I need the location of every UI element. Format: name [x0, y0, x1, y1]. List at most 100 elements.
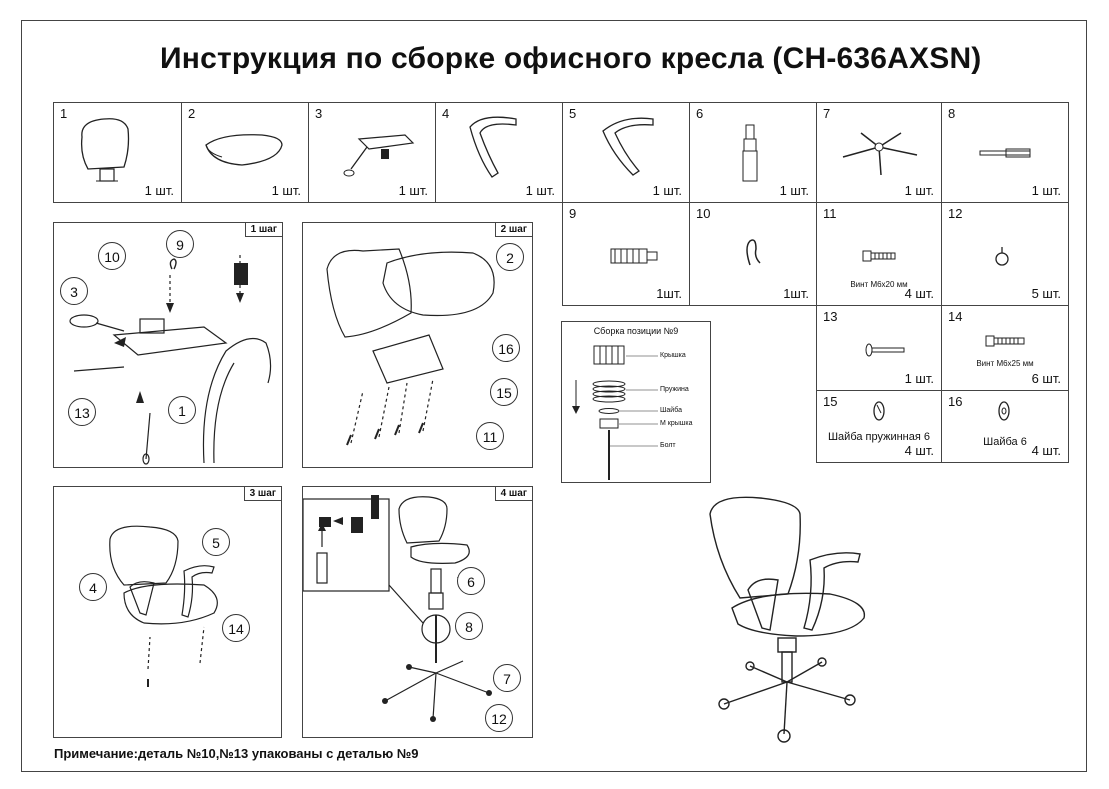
tilt-knob-icon — [610, 248, 658, 264]
part-cell-2: 2 1 шт. — [181, 102, 309, 203]
part-number: 8 — [948, 106, 956, 121]
part-caption: Шайба пружинная 6 — [827, 431, 931, 443]
part-qty: 1 шт. — [1031, 183, 1061, 198]
step-1-diagram — [69, 255, 272, 465]
part-number: 13 — [823, 309, 838, 324]
part-number: 2 — [188, 106, 196, 121]
part-qty: 1 шт. — [779, 183, 809, 198]
part-number: 3 — [315, 106, 323, 121]
assembly-9-title: Сборка позиции №9 — [593, 326, 679, 336]
callout-4: 4 — [79, 573, 107, 601]
part-number: 11 — [823, 206, 837, 221]
part-qty: 1 шт. — [525, 183, 555, 198]
washer-icon — [998, 401, 1010, 421]
part-qty: 4 шт. — [1031, 443, 1061, 458]
callout-8: 8 — [455, 612, 483, 640]
part-number: 9 — [569, 206, 577, 221]
part-cell-13: 13 1 шт. — [816, 305, 942, 391]
callout-2: 2 — [496, 243, 524, 271]
right-armrest-icon — [602, 117, 654, 176]
part-cell-14: 14 Винт М6х25 мм 6 шт. — [941, 305, 1069, 391]
step-1-label: 1 шаг — [244, 223, 282, 237]
step-2-diagram — [326, 248, 495, 446]
step-2-label: 2 шаг — [494, 223, 532, 237]
part-qty: 1 шт. — [144, 183, 174, 198]
part-number: 15 — [823, 394, 838, 409]
step-4-diagram — [303, 495, 492, 722]
part-qty: 1 шт. — [652, 183, 682, 198]
part-qty: 1 шт. — [904, 183, 934, 198]
callout-13: 13 — [68, 398, 96, 426]
assembly-9-label: Шайба — [660, 407, 682, 414]
callout-14: 14 — [222, 614, 250, 642]
step-3-label: 3 шаг — [243, 487, 281, 501]
part-qty: 1 шт. — [398, 183, 428, 198]
part-cell-9: 9 1шт. — [562, 202, 690, 306]
assembly-9-box: Сборка позиции №9 Крышка Пружина Шайба М… — [561, 321, 711, 483]
seat-icon — [205, 134, 283, 166]
five-star-base-icon — [842, 132, 918, 176]
clip-icon — [746, 239, 761, 266]
part-number: 7 — [823, 106, 831, 121]
part-number: 6 — [696, 106, 704, 121]
part-number: 1 — [60, 106, 68, 121]
callout-6: 6 — [457, 567, 485, 595]
left-armrest-icon — [469, 116, 517, 178]
assembly-9-diagram — [572, 345, 658, 480]
screw-m6x20-icon — [862, 250, 896, 262]
step-3-diagram — [109, 525, 218, 687]
assembly-9-label: Пружина — [660, 386, 689, 393]
assembly-9-label: Крышка — [660, 352, 686, 359]
backrest-icon — [80, 118, 130, 182]
assembly-9-label: М крышка — [660, 420, 693, 427]
step-2-panel: 2 шаг 2 16 15 11 — [302, 222, 533, 468]
part-cell-6: 6 1 шт. — [689, 102, 817, 203]
callout-1: 1 — [168, 396, 196, 424]
caster-icon — [995, 247, 1009, 266]
part-number: 5 — [569, 106, 577, 121]
assembled-chair-illustration — [709, 496, 866, 743]
part-cell-15: 15 Шайба пружинная 6 4 шт. — [816, 390, 942, 463]
part-cell-3: 3 1 шт. — [308, 102, 436, 203]
step-1-panel: 1 шаг 10 9 3 13 1 — [53, 222, 283, 468]
step-4-panel: 4 шаг 6 8 — [302, 486, 533, 738]
spring-washer-icon — [873, 401, 885, 421]
part-cell-4: 4 1 шт. — [435, 102, 563, 203]
part-cell-5: 5 1 шт. — [562, 102, 690, 203]
part-qty: 6 шт. — [1031, 371, 1061, 386]
part-cell-12: 12 5 шт. — [941, 202, 1069, 306]
gas-lift-icon — [742, 124, 758, 182]
footnote: Примечание:деталь №10,№13 упакованы с де… — [54, 746, 419, 761]
part-number: 16 — [948, 394, 963, 409]
mechanism-icon — [343, 134, 415, 177]
page-frame — [21, 20, 1087, 772]
part-cell-8: 8 1 шт. — [941, 102, 1069, 203]
part-number: 12 — [948, 206, 963, 221]
page-title: Инструкция по сборке офисного кресла (CH… — [160, 42, 982, 75]
pin-icon — [865, 343, 905, 357]
part-number: 14 — [948, 309, 963, 324]
callout-3: 3 — [60, 277, 88, 305]
part-qty: 1шт. — [656, 286, 682, 301]
part-number: 10 — [696, 206, 711, 221]
callout-12: 12 — [485, 704, 513, 732]
part-number: 4 — [442, 106, 450, 121]
screw-m6x25-icon — [985, 335, 1025, 347]
part-caption: Винт М6х25 мм — [976, 359, 1034, 368]
callout-16: 16 — [492, 334, 520, 362]
part-qty: 1 шт. — [271, 183, 301, 198]
callout-10: 10 — [98, 242, 126, 270]
assembly-9-label: Болт — [660, 442, 676, 449]
part-cell-1: 1 1 шт. — [53, 102, 182, 203]
step-4-label: 4 шаг — [494, 487, 532, 501]
part-qty: 5 шт. — [1031, 286, 1061, 301]
rod-icon — [979, 148, 1031, 158]
callout-7: 7 — [493, 664, 521, 692]
part-qty: 1шт. — [783, 286, 809, 301]
part-cell-7: 7 1 шт. — [816, 102, 942, 203]
part-cell-11: 11 Винт М6х20 мм 4 шт. — [816, 202, 942, 306]
part-caption: Винт М6х20 мм — [850, 280, 908, 289]
part-qty: 4 шт. — [904, 443, 934, 458]
callout-9: 9 — [166, 230, 194, 258]
part-qty: 4 шт. — [904, 286, 934, 301]
